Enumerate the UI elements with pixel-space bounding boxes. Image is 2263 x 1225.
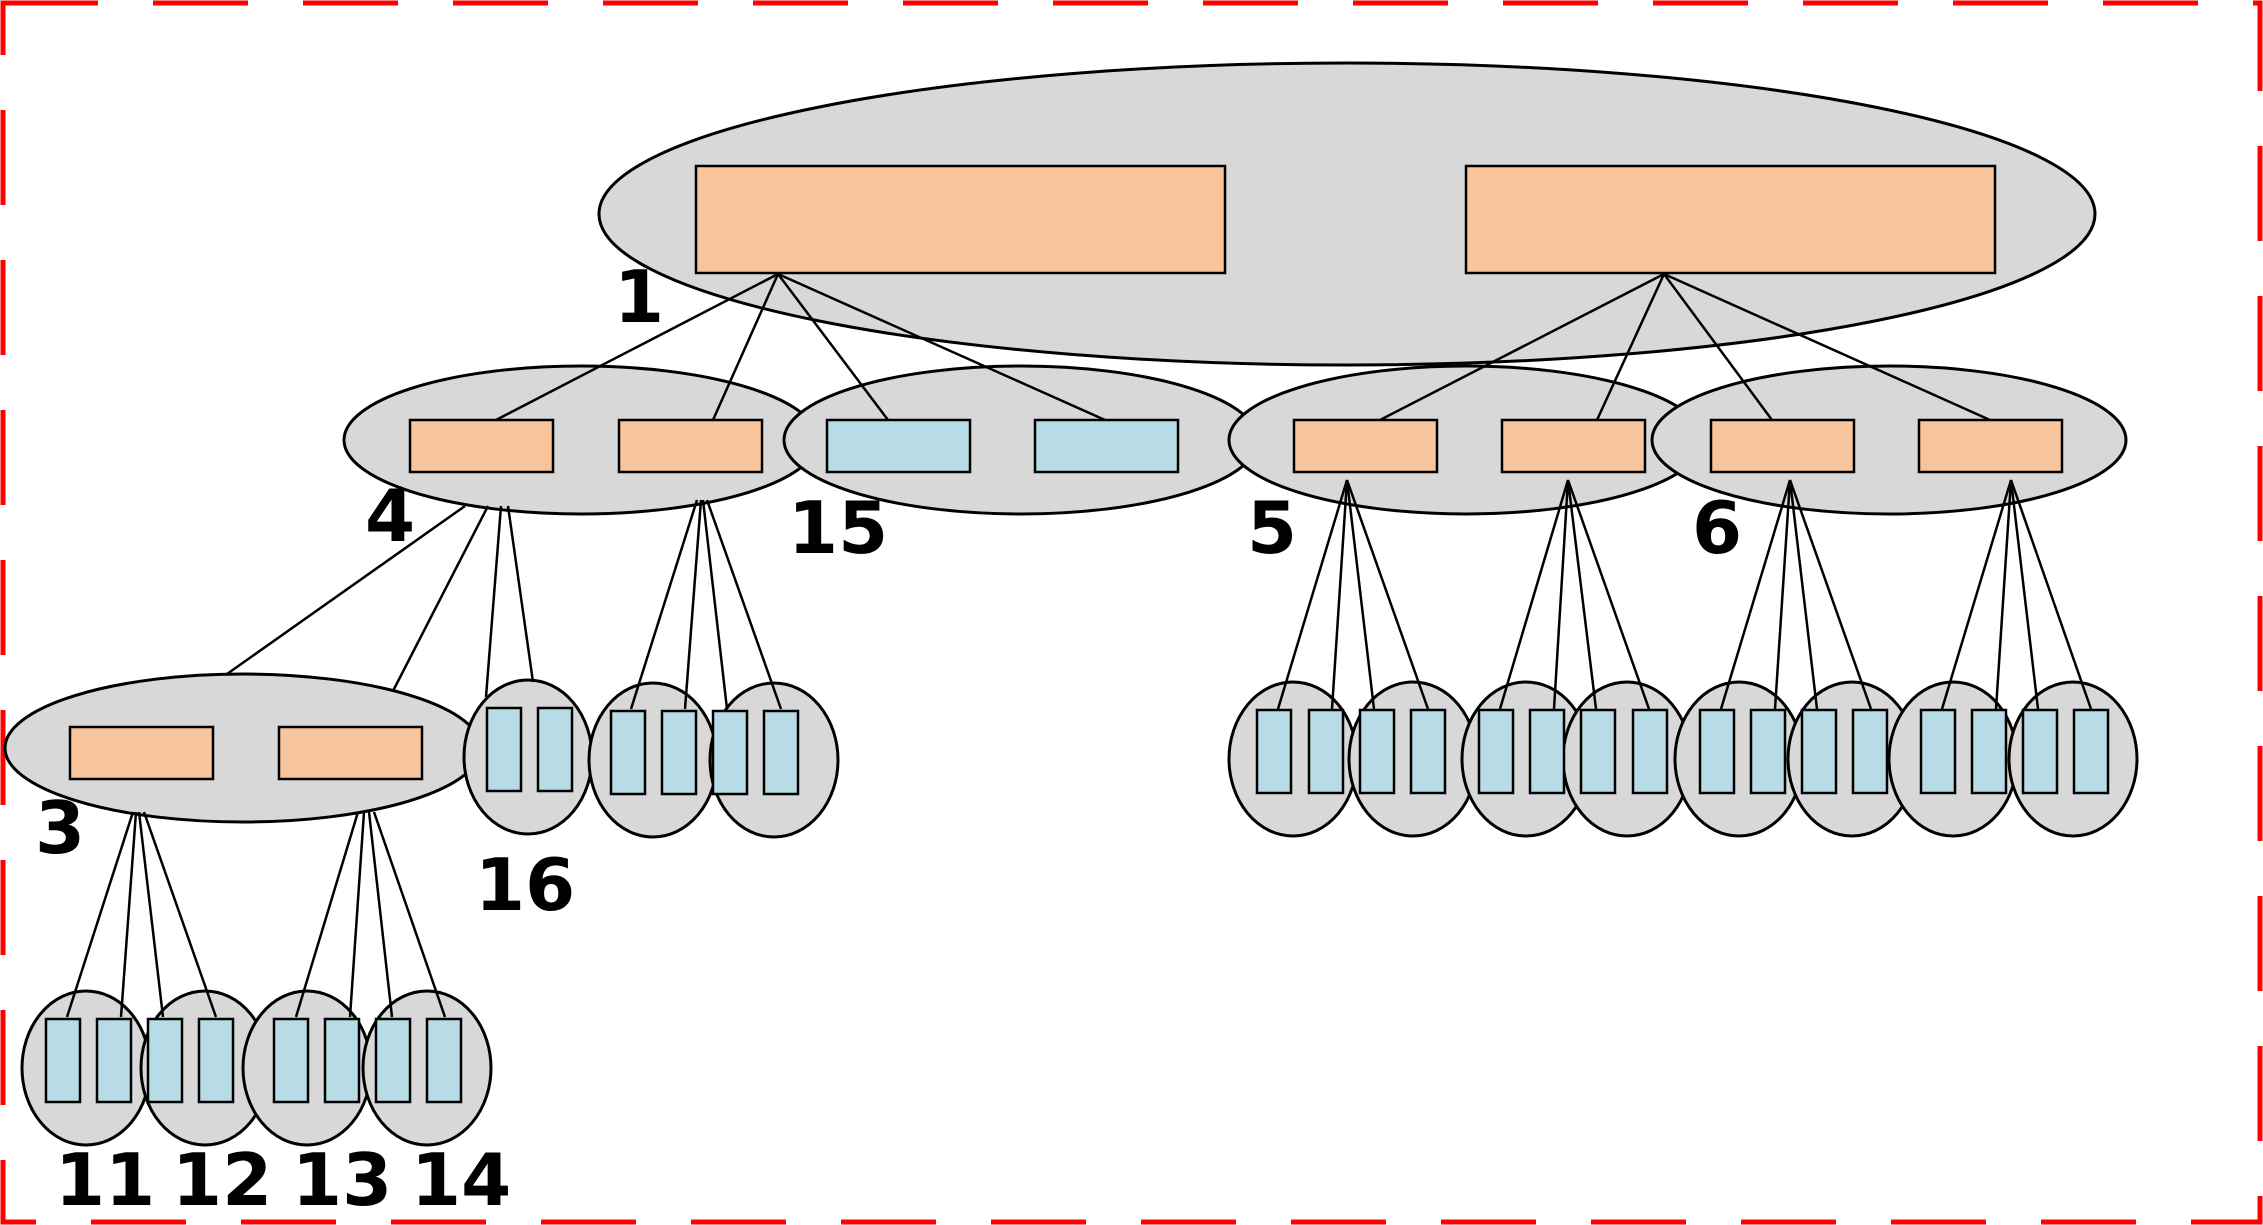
node-6-key-b [1917, 418, 2064, 474]
leaf-key [1698, 708, 1736, 795]
label-node-13: 13 [292, 1138, 392, 1222]
label-node-5: 5 [1247, 486, 1297, 570]
leaf-key [485, 706, 523, 793]
leaf-key [1255, 708, 1293, 795]
node-3-key-b [277, 725, 424, 781]
node-1-key-a [694, 164, 1227, 275]
leaf-key [1749, 708, 1787, 795]
leaf-key [762, 709, 800, 796]
label-node-15: 15 [788, 486, 888, 570]
label-node-11: 11 [55, 1138, 155, 1222]
node-3-key-a [68, 725, 215, 781]
label-node-12: 12 [172, 1138, 272, 1222]
node-4-key-a [408, 418, 555, 474]
leaf-key [1800, 708, 1838, 795]
label-node-14: 14 [411, 1138, 511, 1222]
leaf-key [1579, 708, 1617, 795]
node-5-key-b [1500, 418, 1647, 474]
label-node-6: 6 [1692, 486, 1742, 570]
edges [65, 272, 2093, 1018]
label-node-1: 1 [614, 255, 664, 339]
leaf-key [2072, 708, 2110, 795]
leaf-key [1307, 708, 1345, 795]
leaf-key [1358, 708, 1396, 795]
leaf-key [1477, 708, 1515, 795]
node-5-key-a [1292, 418, 1439, 474]
leaf-key [374, 1017, 412, 1104]
leaf-key [1528, 708, 1566, 795]
leaf-key [197, 1017, 235, 1104]
leaf-key [609, 709, 647, 796]
leaf-key [323, 1017, 361, 1104]
label-node-3: 3 [35, 786, 85, 870]
leaf-node-16b [587, 681, 719, 839]
leaf-key [146, 1017, 184, 1104]
node-4-key-b [617, 418, 764, 474]
label-node-16: 16 [475, 843, 575, 927]
node-1 [597, 61, 2097, 367]
leaf-key [2021, 708, 2059, 795]
leaf-key [660, 709, 698, 796]
leaf-key [1919, 708, 1957, 795]
leaf-key [272, 1017, 310, 1104]
leaf-key [1409, 708, 1447, 795]
node-15-key-b [1033, 418, 1180, 474]
leaf-key [1970, 708, 2008, 795]
leaf-key [44, 1017, 82, 1104]
leaf-key [95, 1017, 133, 1104]
leaf-key [425, 1017, 463, 1104]
node-6 [1650, 364, 2128, 516]
leaf-key [536, 706, 574, 793]
leaf-key [711, 709, 749, 796]
node-1-key-b [1464, 164, 1997, 275]
node-15-key-a [825, 418, 972, 474]
leaf-key [1631, 708, 1669, 795]
label-node-4: 4 [365, 474, 415, 558]
node-6-key-a [1709, 418, 1856, 474]
leaf-key [1851, 708, 1889, 795]
